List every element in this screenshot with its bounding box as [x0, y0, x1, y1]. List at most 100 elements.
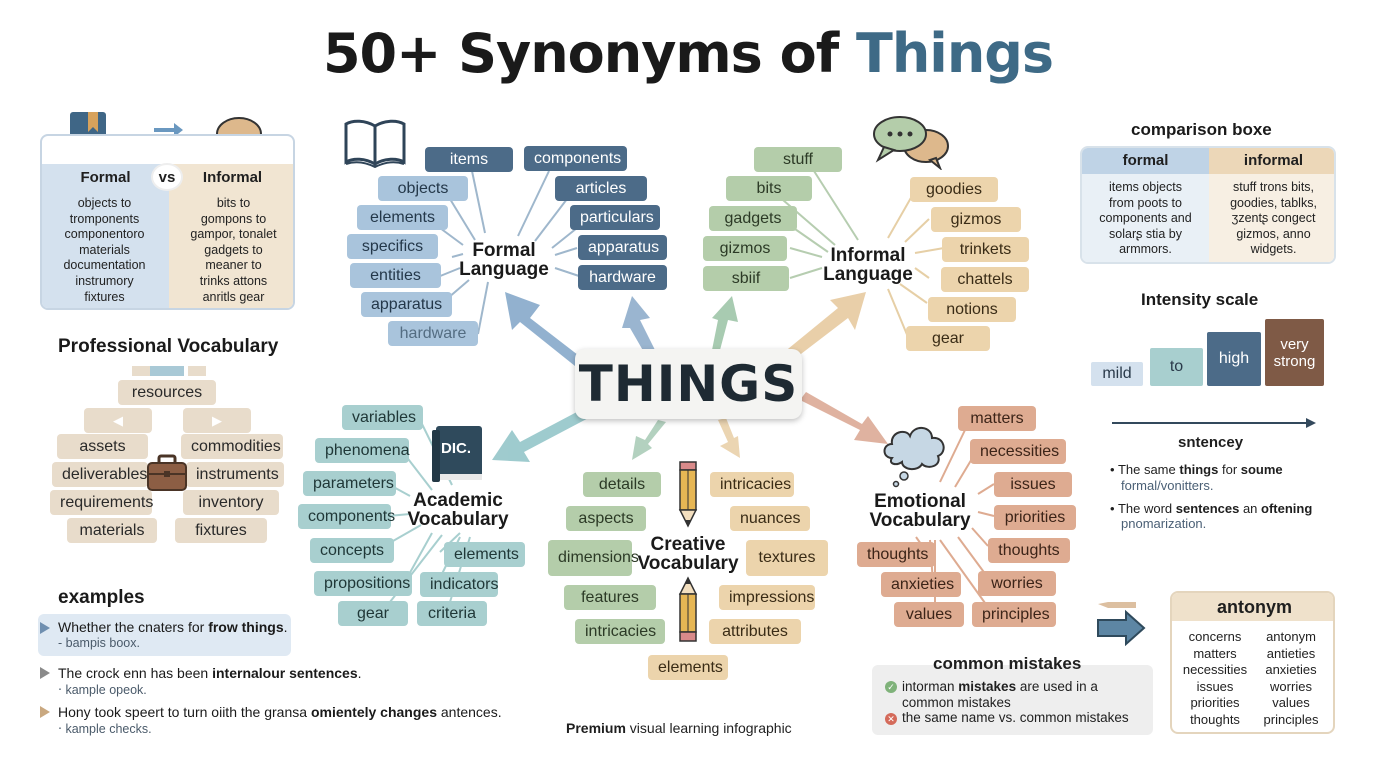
triangle-bullet-icon	[40, 667, 50, 679]
creative-word: details	[583, 472, 661, 497]
antonym-word: issues	[1196, 678, 1234, 694]
academic-word: phenomena	[315, 438, 410, 463]
formal-line: tromponents	[69, 211, 140, 226]
triangle-bullet-icon	[40, 622, 50, 634]
creative-word: nuances	[730, 506, 810, 531]
example-note: ‧ kample checks.	[58, 722, 152, 736]
footer-caption: Premium visual learning infographic	[566, 720, 792, 736]
page-title: 50+ Synonyms of Things	[0, 22, 1376, 85]
tree-node-decor	[150, 366, 184, 376]
emotional-title: Emotional Vocabulary	[869, 491, 971, 531]
formal-line: objects to	[77, 196, 132, 210]
arrow-left-tab: ◀	[84, 408, 152, 433]
antonym-word: concerns	[1188, 629, 1242, 644]
formal-word: entities	[350, 263, 441, 288]
informal-line: bits to	[216, 196, 251, 210]
formal-line: materials	[79, 242, 130, 257]
dictionary-label: DIC.	[441, 440, 471, 457]
informal-line: gampor, tonalet	[190, 227, 277, 242]
emotional-word: anxieties	[881, 572, 961, 597]
antonym-box: antonym concerns matters necessities iss…	[1170, 591, 1335, 734]
comparison-line: armmors.	[1119, 242, 1172, 257]
formal-word: particulars	[570, 205, 660, 230]
intensity-level: to	[1150, 348, 1203, 386]
antonym-left-column: concerns matters necessities issues prio…	[1176, 629, 1254, 729]
formal-word: articles	[555, 176, 647, 201]
formal-line: fixtures	[84, 289, 125, 304]
antonym-word: necessities	[1182, 662, 1248, 678]
intensity-level: very strong	[1265, 319, 1324, 386]
vs-badge: vs	[151, 163, 183, 191]
comparison-line: components and	[1099, 211, 1192, 226]
academic-word: propositions	[314, 571, 412, 596]
formal-line: instrumory	[75, 273, 134, 288]
informal-line: meaner to	[205, 258, 262, 273]
emotional-word: issues	[994, 472, 1072, 497]
comparison-line: from poots to	[1109, 195, 1182, 210]
emotional-word: matters	[958, 406, 1036, 431]
thought-cloud-icon	[883, 427, 945, 488]
antonym-word: antieties	[1266, 645, 1316, 661]
title-prefix: 50+ Synonyms of	[322, 22, 839, 85]
professional-item: deliverables	[52, 462, 148, 487]
formal-word: elements	[357, 205, 448, 230]
formal-word: components	[524, 146, 627, 171]
formal-word: hardware	[388, 321, 478, 346]
formal-language-title: Formal Language	[459, 240, 549, 280]
informal-line: trinks attons	[199, 273, 268, 288]
title-highlight: Things	[856, 22, 1054, 85]
example-note: ‧ kample opeok.	[58, 683, 147, 697]
emotional-word: thoughts	[988, 538, 1070, 563]
mistake-good: intorman mistakes are used in a	[902, 679, 1098, 694]
intensity-level: high	[1207, 332, 1261, 386]
comparison-line: solarʂ stia by	[1109, 226, 1182, 241]
formal-word: apparatus	[578, 235, 667, 260]
academic-word: elements	[444, 542, 525, 567]
mistakes-heading: common mistakes	[933, 654, 1082, 673]
emotional-word: necessities	[970, 439, 1066, 464]
pencil-icon	[678, 576, 698, 642]
comparison-informal-lines: stuff trons bits, goodies, tablks, ʒzent…	[1209, 174, 1334, 258]
informal-word: chattels	[941, 267, 1029, 292]
antonym-word: priorities	[1190, 695, 1240, 711]
informal-word: gear	[906, 326, 990, 351]
creative-word: attributes	[709, 619, 801, 644]
example-sentence: The crock enn has been internalour sente…	[58, 665, 362, 681]
informal-line: anritls gear	[202, 289, 265, 304]
check-icon: ✓	[885, 681, 897, 693]
informal-word: trinkets	[942, 237, 1029, 262]
tree-node-decor	[132, 366, 154, 376]
formal-word: items	[425, 147, 513, 172]
emotional-word: worries	[978, 571, 1056, 596]
cross-icon: ✕	[885, 713, 897, 725]
academic-word: gear	[338, 601, 408, 626]
mistake-good-line2: common mistakes	[902, 695, 1011, 710]
common-mistakes-box	[872, 665, 1153, 735]
antonym-word: matters	[1193, 645, 1237, 661]
professional-item: requirements	[50, 490, 153, 515]
emotional-word: values	[894, 602, 964, 627]
comparison-box: formal items objects from poots to compo…	[1080, 146, 1336, 264]
mistake-bad: the same name vs. common mistakes	[902, 710, 1129, 725]
creative-word: intricacies	[575, 619, 665, 644]
formal-lines: objects to tromponents componentoro mate…	[42, 196, 167, 305]
antonym-word: worries	[1270, 678, 1312, 694]
informal-word: gizmos	[703, 236, 787, 261]
antonym-word: principles	[1263, 711, 1319, 727]
formal-word: apparatus	[361, 292, 452, 317]
sentence-item: • The word sentences an oftening	[1110, 501, 1313, 516]
professional-item: assets	[57, 434, 148, 459]
example-highlight	[38, 614, 291, 656]
creative-word: elements	[648, 655, 728, 680]
antonym-word: values	[1272, 695, 1310, 711]
informal-header: Informal	[169, 164, 293, 192]
creative-word: aspects	[566, 506, 646, 531]
academic-word: parameters	[303, 471, 396, 496]
formal-informal-card: objects to tromponents componentoro mate…	[40, 134, 295, 310]
arrow-right-tab: ▶	[183, 408, 251, 433]
informal-word: gizmos	[931, 207, 1021, 232]
comparison-line: gizmos, anno	[1236, 226, 1311, 241]
example-sentence: Whether the cnaters for frow things.	[58, 619, 288, 635]
comparison-line: items objects	[1109, 180, 1182, 194]
formal-word: objects	[378, 176, 468, 201]
